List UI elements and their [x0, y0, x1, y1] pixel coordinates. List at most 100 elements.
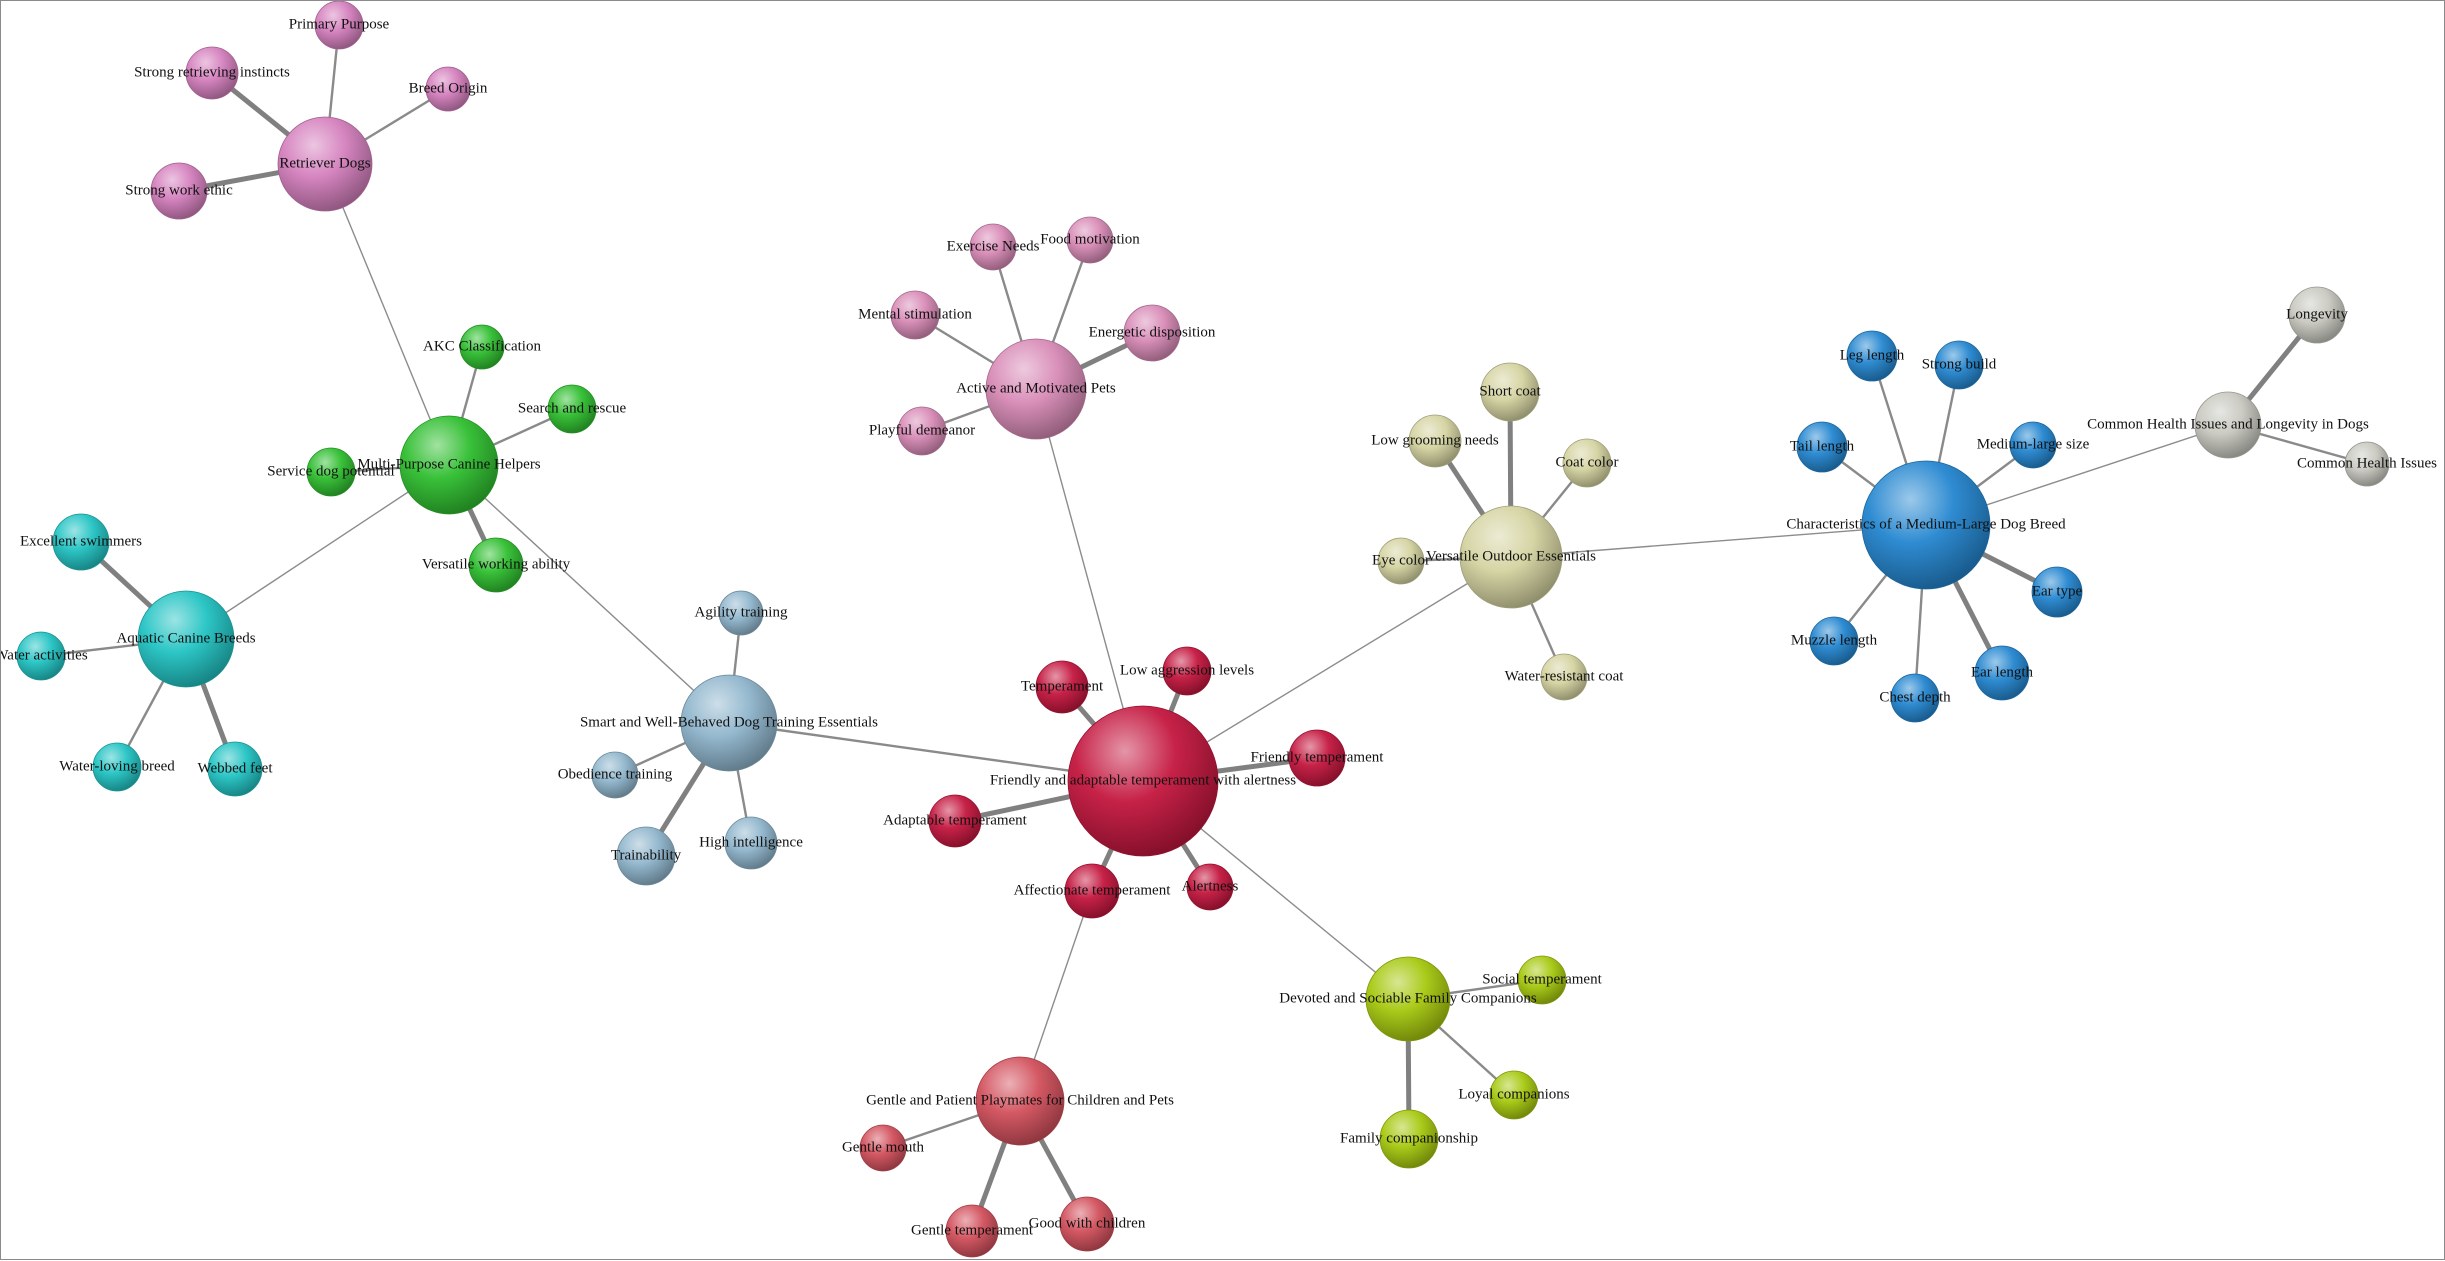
node-label-strong-build: Strong build	[1922, 356, 1997, 372]
node-short-coat[interactable]	[1480, 362, 1540, 422]
node-akc[interactable]	[459, 324, 505, 370]
node-water-activities[interactable]	[16, 631, 66, 681]
node-playful[interactable]	[897, 406, 947, 456]
node-label-characteristics: Characteristics of a Medium-Large Dog Br…	[1786, 516, 2066, 532]
node-label-multi-purpose: Multi-Purpose Canine Helpers	[357, 456, 540, 472]
node-label-obedience: Obedience training	[558, 766, 673, 782]
node-search-rescue[interactable]	[547, 384, 597, 434]
node-medium-large-size[interactable]	[2009, 421, 2057, 469]
node-ear-type[interactable]	[2031, 566, 2083, 618]
node-label-high-intel: High intelligence	[699, 834, 803, 850]
node-label-search-rescue: Search and rescue	[518, 400, 627, 416]
node-label-low-grooming: Low grooming needs	[1371, 432, 1499, 448]
node-webbed-feet[interactable]	[207, 741, 263, 797]
node-chest-depth[interactable]	[1890, 673, 1940, 723]
node-label-excellent-swim: Excellent swimmers	[20, 533, 142, 549]
node-low-aggression[interactable]	[1162, 646, 1212, 696]
node-label-health-longevity: Common Health Issues and Longevity in Do…	[2087, 416, 2369, 432]
node-alertness[interactable]	[1186, 863, 1234, 911]
node-label-chest-depth: Chest depth	[1879, 689, 1951, 705]
node-strong-work[interactable]	[150, 162, 208, 220]
node-label-friendly-temp: Friendly temperament	[1251, 749, 1385, 765]
node-label-tail-length: Tail length	[1790, 438, 1855, 454]
node-breed-origin[interactable]	[425, 66, 471, 112]
node-excellent-swim[interactable]	[52, 513, 110, 571]
node-label-temperament: Temperament	[1021, 678, 1104, 694]
node-label-webbed-feet: Webbed feet	[198, 760, 274, 776]
node-label-ear-type: Ear type	[2032, 583, 2083, 599]
node-primary-purpose[interactable]	[314, 1, 364, 50]
node-label-friendly-main: Friendly and adaptable temperament with …	[990, 772, 1296, 788]
node-eye-color[interactable]	[1377, 537, 1425, 585]
node-aquatic[interactable]	[137, 590, 235, 688]
node-label-affectionate-temp: Affectionate temperament	[1014, 882, 1172, 898]
node-label-versatile-working: Versatile working ability	[422, 556, 571, 572]
node-label-primary-purpose: Primary Purpose	[289, 16, 390, 32]
label-layer: Friendly and adaptable temperament with …	[1, 16, 2437, 1238]
node-friendly-main[interactable]	[1067, 705, 1219, 857]
node-family-comp[interactable]	[1379, 1109, 1439, 1169]
node-muzzle-length[interactable]	[1809, 616, 1859, 666]
node-label-aquatic: Aquatic Canine Breeds	[116, 630, 255, 646]
edge-multi-purpose-to-aquatic	[185, 464, 450, 640]
node-water-resistant[interactable]	[1540, 653, 1588, 701]
node-mental-stim[interactable]	[890, 290, 940, 340]
node-food-motivation[interactable]	[1066, 216, 1114, 264]
node-smart-training[interactable]	[680, 674, 778, 772]
edge-versatile-outdoor-to-characteristics	[1510, 524, 1927, 558]
node-label-service-dog: Service dog potential	[267, 463, 394, 479]
node-label-medium-large-size: Medium-large size	[1977, 436, 2090, 452]
node-label-loyal-comp: Loyal companions	[1458, 1086, 1569, 1102]
node-label-adaptable-temp: Adaptable temperament	[883, 812, 1028, 828]
node-service-dog[interactable]	[306, 447, 356, 497]
node-gentle-mouth[interactable]	[859, 1124, 907, 1172]
node-high-intel[interactable]	[724, 816, 778, 870]
node-tail-length[interactable]	[1796, 421, 1848, 473]
node-label-retriever: Retriever Dogs	[279, 155, 370, 171]
node-label-common-health: Common Health Issues	[2297, 455, 2437, 471]
edge-smart-training-to-multi-purpose	[448, 464, 730, 724]
node-health-longevity[interactable]	[2194, 391, 2262, 459]
node-label-ear-length: Ear length	[1971, 664, 2034, 680]
node-leg-length[interactable]	[1846, 330, 1898, 382]
node-label-eye-color: Eye color	[1372, 552, 1430, 568]
node-retriever[interactable]	[277, 116, 373, 212]
node-good-children[interactable]	[1059, 1196, 1115, 1252]
node-label-gentle-mouth: Gentle mouth	[842, 1139, 925, 1155]
node-ear-length[interactable]	[1974, 645, 2030, 701]
node-gentle-temp[interactable]	[945, 1204, 999, 1258]
node-label-energetic: Energetic disposition	[1089, 324, 1216, 340]
node-active-pets[interactable]	[985, 338, 1087, 440]
node-label-devoted-family: Devoted and Sociable Family Companions	[1279, 990, 1537, 1006]
node-versatile-outdoor[interactable]	[1459, 505, 1563, 609]
node-exercise-needs[interactable]	[969, 223, 1017, 271]
node-friendly-temp[interactable]	[1288, 729, 1346, 787]
node-agility[interactable]	[718, 590, 764, 636]
node-loyal-comp[interactable]	[1489, 1070, 1539, 1120]
node-characteristics[interactable]	[1861, 460, 1991, 590]
node-multi-purpose[interactable]	[399, 415, 499, 515]
node-label-smart-training: Smart and Well-Behaved Dog Training Esse…	[580, 714, 878, 730]
node-temperament[interactable]	[1035, 660, 1089, 714]
node-label-mental-stim: Mental stimulation	[858, 306, 972, 322]
node-water-loving[interactable]	[92, 742, 142, 792]
node-versatile-working[interactable]	[468, 537, 524, 593]
node-energetic[interactable]	[1123, 304, 1181, 362]
node-longevity[interactable]	[2288, 286, 2346, 344]
node-trainability[interactable]	[616, 826, 676, 886]
node-obedience[interactable]	[591, 751, 639, 799]
node-common-health[interactable]	[2344, 441, 2390, 487]
node-affectionate-temp[interactable]	[1064, 863, 1120, 919]
node-label-strong-retrieving: Strong retrieving instincts	[134, 64, 290, 80]
node-strong-build[interactable]	[1934, 340, 1984, 390]
node-coat-color[interactable]	[1562, 438, 1612, 488]
node-social-temp[interactable]	[1517, 955, 1567, 1005]
node-strong-retrieving[interactable]	[185, 46, 239, 100]
node-low-grooming[interactable]	[1408, 414, 1462, 468]
node-adaptable-temp[interactable]	[928, 794, 982, 848]
node-gentle-playmates[interactable]	[975, 1056, 1065, 1146]
node-devoted-family[interactable]	[1365, 956, 1451, 1042]
node-layer	[16, 1, 2390, 1258]
